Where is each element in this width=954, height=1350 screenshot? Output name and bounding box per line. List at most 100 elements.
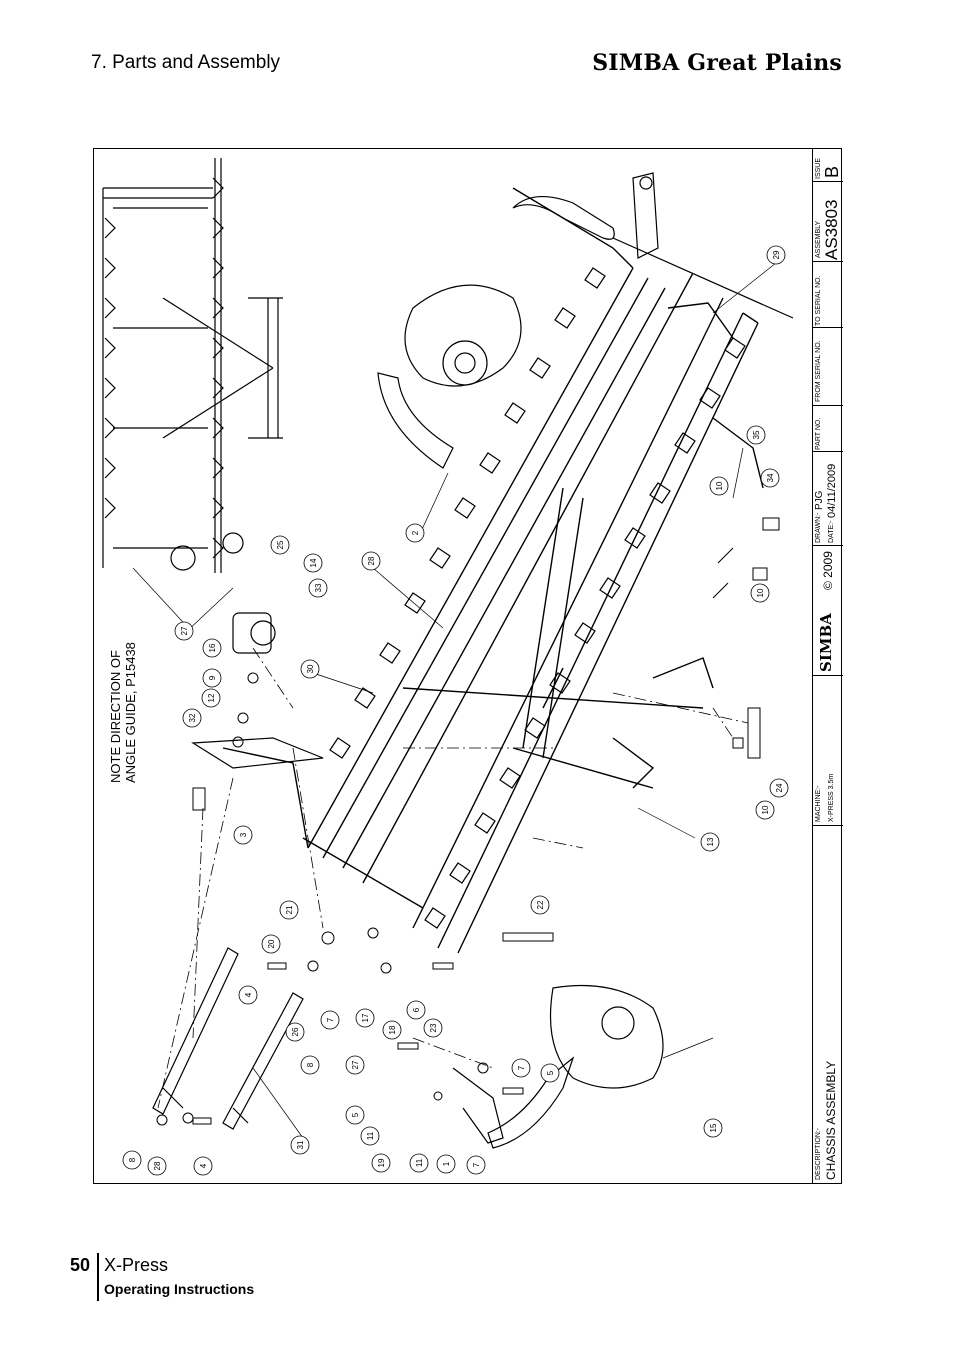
svg-text:20: 20	[267, 939, 276, 948]
svg-text:ANGLE GUIDE, P15438: ANGLE GUIDE, P15438	[123, 642, 138, 783]
balloon: 5	[345, 1105, 365, 1125]
svg-text:35: 35	[752, 430, 761, 439]
svg-text:8: 8	[306, 1062, 315, 1067]
svg-text:16: 16	[208, 643, 217, 652]
svg-text:12: 12	[207, 693, 216, 702]
balloon: 35	[746, 425, 766, 445]
svg-text:30: 30	[306, 664, 315, 673]
svg-text:5: 5	[351, 1112, 360, 1117]
tb-part-no: PART NO.	[813, 406, 843, 452]
svg-text:18: 18	[388, 1025, 397, 1034]
svg-text:4: 4	[244, 992, 253, 997]
svg-text:15: 15	[709, 1123, 718, 1132]
balloon: 27	[174, 621, 194, 641]
assembly-center-lines	[157, 647, 749, 1109]
balloon: 23	[423, 1018, 443, 1038]
balloon: 28	[147, 1156, 167, 1176]
product-name: X-Press	[104, 1255, 169, 1275]
balloon: 33	[308, 578, 328, 598]
svg-text:7: 7	[517, 1065, 526, 1070]
balloon: 2	[405, 523, 425, 543]
balloon: 31	[290, 1135, 310, 1155]
balloon: 18	[382, 1020, 402, 1040]
balloon: 8	[122, 1150, 142, 1170]
balloon: 7	[466, 1155, 486, 1175]
lower-tine-arms	[152, 947, 304, 1130]
angle-guide-note: NOTE DIRECTION OF ANGLE GUIDE, P15438	[108, 642, 138, 783]
balloon: 15	[703, 1118, 723, 1138]
balloon: 7	[320, 1010, 340, 1030]
tb-from-serial: FROM SERIAL NO.	[813, 328, 843, 406]
balloon: 21	[279, 900, 299, 920]
svg-text:9: 9	[208, 675, 217, 680]
svg-text:7: 7	[326, 1017, 335, 1022]
balloon: 10	[709, 476, 729, 496]
svg-text:19: 19	[377, 1158, 386, 1167]
brand-logo: SIMBA Great Plains	[592, 50, 842, 76]
svg-text:14: 14	[309, 558, 318, 567]
svg-text:1: 1	[442, 1161, 451, 1166]
section-title: 7. Parts and Assembly	[91, 52, 281, 73]
drawing-frame	[93, 148, 842, 1184]
svg-text:3: 3	[239, 832, 248, 837]
svg-text:NOTE DIRECTION OF: NOTE DIRECTION OF	[108, 650, 123, 783]
tine-brackets	[329, 267, 746, 929]
fasteners	[156, 517, 780, 1126]
document-subtitle: Operating Instructions	[104, 1281, 255, 1297]
tb-assembly: ASSEMBLY AS3803	[813, 182, 843, 262]
svg-text:29: 29	[772, 250, 781, 259]
balloon: 4	[193, 1156, 213, 1176]
balloon: 20	[261, 934, 281, 954]
svg-text:34: 34	[766, 473, 775, 482]
svg-text:7: 7	[472, 1162, 481, 1167]
balloon: 4	[238, 985, 258, 1005]
page-number: 50	[70, 1255, 91, 1275]
svg-text:32: 32	[188, 713, 197, 722]
svg-text:25: 25	[276, 540, 285, 549]
svg-text:5: 5	[546, 1070, 555, 1075]
balloon: 12	[201, 688, 221, 708]
balloon: 28	[361, 551, 381, 571]
balloon: 32	[182, 708, 202, 728]
svg-text:8: 8	[128, 1157, 137, 1162]
balloon: 11	[360, 1126, 380, 1146]
balloon: 9	[202, 668, 222, 688]
side-view-machine	[102, 158, 283, 573]
balloon-leaders	[132, 262, 777, 1139]
simba-logo: SIMBA	[817, 613, 835, 672]
svg-text:33: 33	[314, 583, 323, 592]
balloon: 1	[436, 1154, 456, 1174]
balloon: 7	[511, 1058, 531, 1078]
balloon: 13	[700, 832, 720, 852]
headstock	[512, 172, 794, 319]
svg-text:21: 21	[285, 905, 294, 914]
item-balloons: 29 2 28 35 10 34 10 24 10 13 25 14 33 16…	[122, 245, 789, 1176]
svg-text:4: 4	[199, 1163, 208, 1168]
hub-assembly	[191, 612, 324, 769]
svg-text:6: 6	[412, 1007, 421, 1012]
tb-issue: ISSUE B	[813, 148, 843, 182]
balloon: 10	[750, 583, 770, 603]
svg-text:2: 2	[411, 530, 420, 535]
title-block: ISSUE B ASSEMBLY AS3803 TO SERIAL NO. FR…	[812, 148, 843, 1184]
balloon: 34	[760, 468, 780, 488]
footer-divider	[97, 1253, 99, 1301]
svg-text:10: 10	[715, 481, 724, 490]
balloon: 27	[345, 1055, 365, 1075]
tb-drawn-date: DRAWN:- PJG DATE:- 04/11/2009	[813, 452, 843, 546]
balloon: 17	[355, 1008, 375, 1028]
balloon: 16	[202, 638, 222, 658]
svg-text:13: 13	[706, 837, 715, 846]
balloon: 10	[755, 800, 775, 820]
svg-text:24: 24	[775, 783, 784, 792]
balloon: 30	[300, 659, 320, 679]
svg-text:10: 10	[761, 805, 770, 814]
balloon: 14	[303, 553, 323, 573]
svg-text:27: 27	[351, 1060, 360, 1069]
balloon: 3	[233, 825, 253, 845]
balloon: 8	[300, 1055, 320, 1075]
svg-text:28: 28	[367, 556, 376, 565]
balloon: 29	[766, 245, 786, 265]
balloon: 25	[270, 535, 290, 555]
balloon: 24	[769, 778, 789, 798]
